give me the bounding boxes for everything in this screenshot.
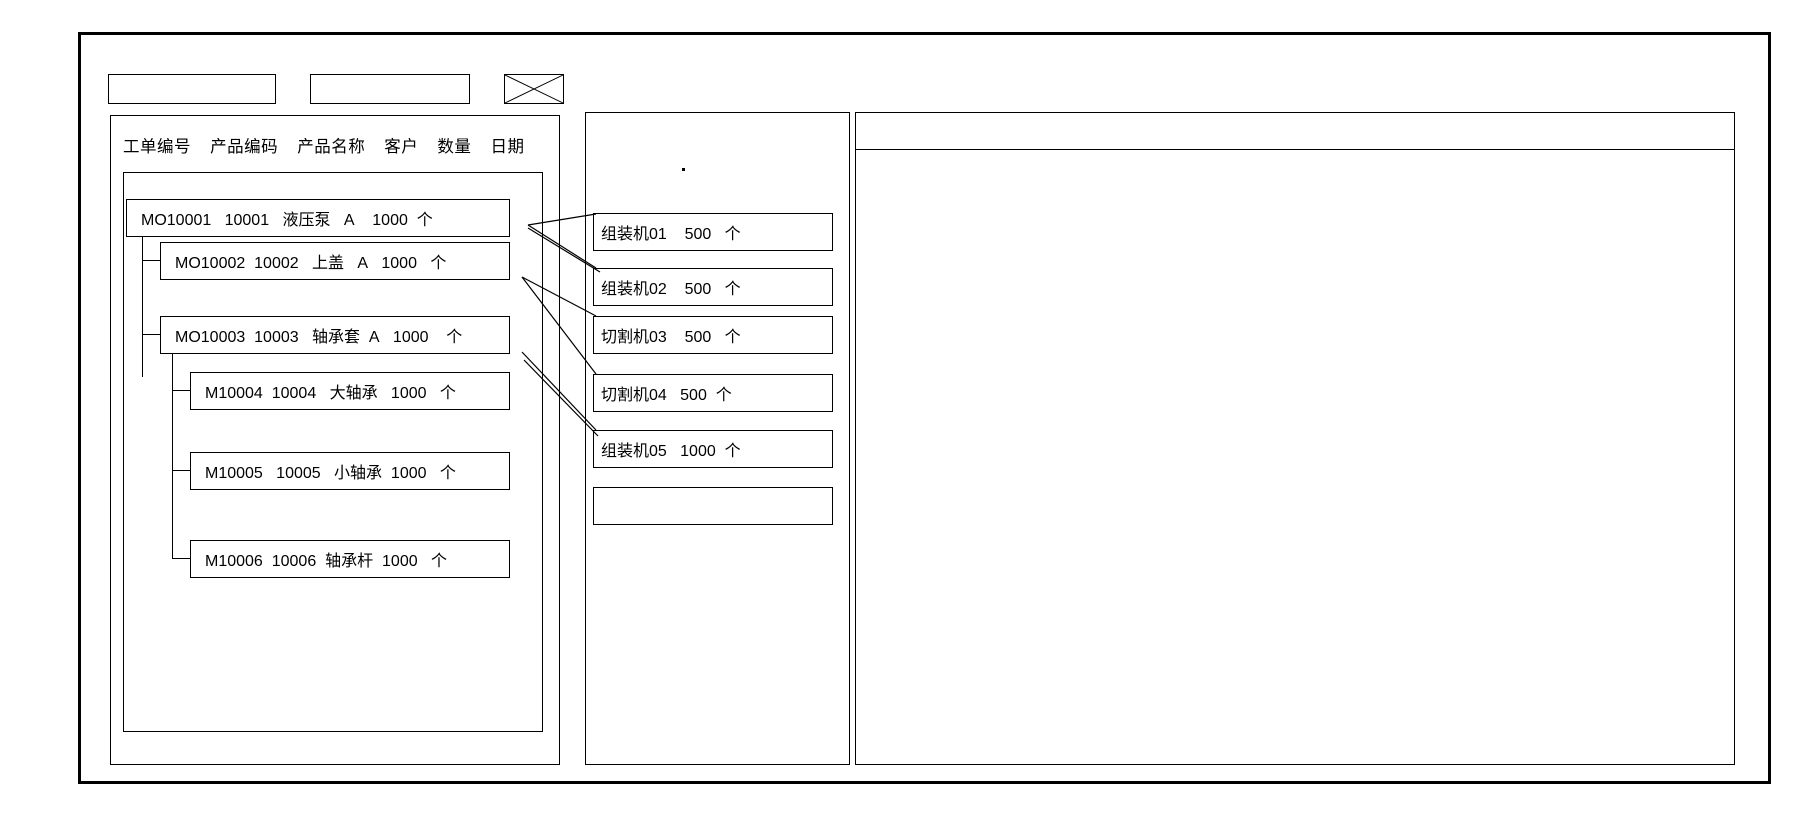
cell-unit: 个 (430, 553, 447, 570)
cell-customer: A (357, 255, 369, 272)
cell-order-no: M10004 (205, 385, 263, 402)
machine-name: 组装机01 (601, 226, 667, 243)
column-header-product-code: 产品编码 (210, 138, 279, 156)
machine-allocation-panel: 组装机01 500 个 组装机02 500 个 切割机03 500 个 切割 (585, 112, 850, 765)
cell-unit: 个 (446, 329, 463, 346)
cell-product-code: 10004 (271, 385, 317, 402)
tree-elbow-row5 (172, 335, 190, 471)
machine-quantity: 500 (684, 226, 712, 243)
tree-trunk-level2 (172, 335, 173, 559)
machine-name: 切割机04 (601, 387, 667, 404)
cell-product-name: 大轴承 (329, 385, 378, 402)
machine-quantity: 1000 (680, 443, 716, 460)
cell-quantity: 1000 (381, 255, 417, 272)
toolbar-field-2[interactable] (310, 74, 470, 104)
column-header-date: 日期 (490, 138, 525, 156)
tree-elbow-row3 (142, 217, 160, 335)
cell-quantity: 1000 (372, 212, 408, 229)
cell-unit: 个 (439, 465, 456, 482)
column-headers: 工单编号 产品编码 产品名称 客户 数量 日期 (123, 134, 543, 160)
list-item[interactable]: 组装机02 500 个 (593, 268, 833, 306)
list-item[interactable]: 组装机05 1000 个 (593, 430, 833, 468)
image-placeholder-icon[interactable] (504, 74, 564, 104)
cell-quantity: 1000 (390, 465, 427, 482)
list-item[interactable]: 切割机04 500 个 (593, 374, 833, 412)
list-item[interactable]: 组装机01 500 个 (593, 213, 833, 251)
machine-name: 组装机05 (601, 443, 667, 460)
machine-unit: 个 (724, 443, 741, 460)
cell-customer: A (343, 212, 355, 229)
toolbar-field-1[interactable] (108, 74, 276, 104)
table-row[interactable]: MO10003 10003 轴承套 A 1000 个 (160, 316, 510, 354)
cell-unit: 个 (430, 255, 447, 272)
cell-quantity: 1000 (382, 553, 418, 570)
tree-elbow-row6 (172, 335, 190, 559)
machine-quantity: 500 (680, 387, 707, 404)
machine-unit: 个 (724, 226, 741, 243)
column-header-customer: 客户 (384, 138, 419, 156)
cell-product-code: 10006 (271, 553, 317, 570)
detail-panel-body (856, 150, 1734, 764)
cell-product-name: 液压泵 (282, 212, 331, 229)
table-row[interactable]: M10004 10004 大轴承 1000 个 (190, 372, 510, 410)
table-row[interactable]: MO10001 10001 液压泵 A 1000 个 (126, 199, 510, 237)
cell-product-code: 10002 (254, 255, 299, 272)
column-header-product-name: 产品名称 (297, 138, 366, 156)
cell-quantity: 1000 (392, 329, 429, 346)
cell-product-name: 轴承杆 (325, 553, 374, 570)
table-row[interactable]: M10006 10006 轴承杆 1000 个 (190, 540, 510, 578)
cell-order-no: MO10002 (175, 255, 246, 272)
cell-product-code: 10005 (276, 465, 321, 482)
machine-quantity: 500 (684, 281, 712, 298)
cell-unit: 个 (439, 385, 456, 402)
tree-elbow-row2 (142, 217, 160, 261)
table-row[interactable]: M10005 10005 小轴承 1000 个 (190, 452, 510, 490)
tree-trunk-level1 (142, 217, 143, 377)
work-order-panel: 工单编号 产品编码 产品名称 客户 数量 日期 MO10001 10001 液压… (110, 115, 560, 765)
machine-unit: 个 (724, 281, 741, 298)
cell-order-no: MO10003 (175, 329, 246, 346)
cell-customer: A (368, 329, 380, 346)
toolbar (108, 74, 568, 104)
dot-marker (682, 168, 685, 171)
cell-product-name: 轴承套 (312, 329, 361, 346)
cell-product-code: 10003 (254, 329, 299, 346)
work-order-tree: MO10001 10001 液压泵 A 1000 个 MO10002 10002… (123, 172, 543, 732)
detail-panel-header (856, 113, 1734, 150)
detail-panel (855, 112, 1735, 765)
list-item[interactable]: 切割机03 500 个 (593, 316, 833, 354)
cell-product-name: 上盖 (312, 255, 345, 272)
machine-quantity: 500 (684, 329, 712, 346)
cell-order-no: M10006 (205, 553, 263, 570)
machine-name: 组装机02 (601, 281, 667, 298)
column-header-quantity: 数量 (437, 138, 472, 156)
cell-order-no: MO10001 (141, 212, 212, 229)
column-header-order-no: 工单编号 (123, 138, 191, 156)
table-row[interactable]: MO10002 10002 上盖 A 1000 个 (160, 242, 510, 280)
cell-unit: 个 (416, 212, 433, 229)
list-item-empty[interactable] (593, 487, 833, 525)
tree-elbow-row4 (172, 335, 190, 391)
cell-order-no: M10005 (205, 465, 263, 482)
machine-name: 切割机03 (601, 329, 667, 346)
machine-unit: 个 (724, 329, 741, 346)
machine-unit: 个 (715, 387, 732, 404)
cell-product-code: 10001 (224, 212, 270, 229)
cell-quantity: 1000 (390, 385, 427, 402)
cell-product-name: 小轴承 (334, 465, 383, 482)
